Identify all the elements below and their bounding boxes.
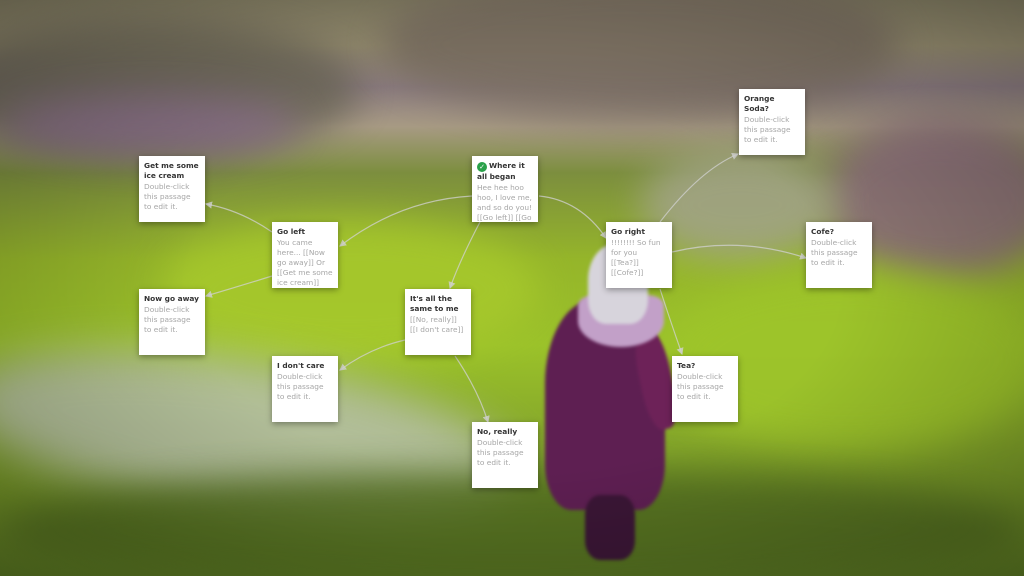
check-circle-icon: ✓ [477,162,487,172]
link-all-the-same-to-no-really [454,355,490,424]
passage-excerpt: Double-click this passage to edit it. [811,238,858,267]
background-flowers-shape [0,95,300,155]
link-go-left-to-ice-cream [204,201,273,233]
background-foliage-shape [380,0,900,120]
link-go-right-to-tea [659,288,684,356]
passage-excerpt: You came here... [[Now go away]] Or [[Ge… [277,238,333,287]
passage-title: ✓Where it all began [477,161,533,182]
passage-tea[interactable]: Tea? Double-click this passage to edit i… [672,356,738,422]
passage-title: Go left [277,227,306,236]
passage-no-really[interactable]: No, really Double-click this passage to … [472,422,538,488]
passage-excerpt: Double-click this passage to edit it. [744,115,791,144]
passage-title: Orange Soda? [744,94,775,113]
passage-title: Go right [611,227,645,236]
link-go-right-to-orange-soda [659,153,740,223]
passage-i-dont-care[interactable]: I don't care Double-click this passage t… [272,356,338,422]
passage-title: Tea? [677,361,696,370]
passage-excerpt: Double-click this passage to edit it. [677,372,724,401]
passage-get-me-some-ice-cream[interactable]: Get me some ice cream Double-click this … [139,156,205,222]
passage-title: Cofe? [811,227,835,236]
passage-excerpt: Double-click this passage to edit it. [277,372,324,401]
link-go-right-to-cofe [671,244,808,260]
passage-title: Get me some ice cream [144,161,199,180]
link-start-to-go-right [538,195,607,239]
link-go-left-to-now-go-away [204,275,273,298]
passage-title: Now go away [144,294,199,303]
passage-title: No, really [477,427,518,436]
passage-where-it-all-began[interactable]: ✓Where it all began Hee hee hoo hoo, I l… [472,156,538,222]
link-start-to-all-the-same [448,221,481,290]
passage-now-go-away[interactable]: Now go away Double-click this passage to… [139,289,205,355]
passage-excerpt: Hee hee hoo hoo, I love me, and so do yo… [477,183,533,222]
passage-excerpt: !!!!!!!! So fun for you [[Tea?]] [[Cofe?… [611,238,661,277]
passage-excerpt: [[No, really]] [[I don't care]] [410,315,464,334]
passage-title: I don't care [277,361,325,370]
passage-excerpt: Double-click this passage to edit it. [144,182,191,211]
passage-excerpt: Double-click this passage to edit it. [144,305,191,334]
link-all-the-same-to-i-dont-care [339,339,406,371]
passage-cofe[interactable]: Cofe? Double-click this passage to edit … [806,222,872,288]
passage-excerpt: Double-click this passage to edit it. [477,438,524,467]
passage-orange-soda[interactable]: Orange Soda? Double-click this passage t… [739,89,805,155]
passage-title-text: Where it all began [477,161,525,181]
passage-its-all-the-same-to-me[interactable]: It's all the same to me [[No, really]] [… [405,289,471,355]
passage-go-left[interactable]: Go left You came here... [[Now go away]]… [272,222,338,288]
background-grass-shape [160,220,540,360]
passage-go-right[interactable]: Go right !!!!!!!! So fun for you [[Tea?]… [606,222,672,288]
passage-title: It's all the same to me [410,294,459,313]
link-start-to-go-left [339,195,473,247]
